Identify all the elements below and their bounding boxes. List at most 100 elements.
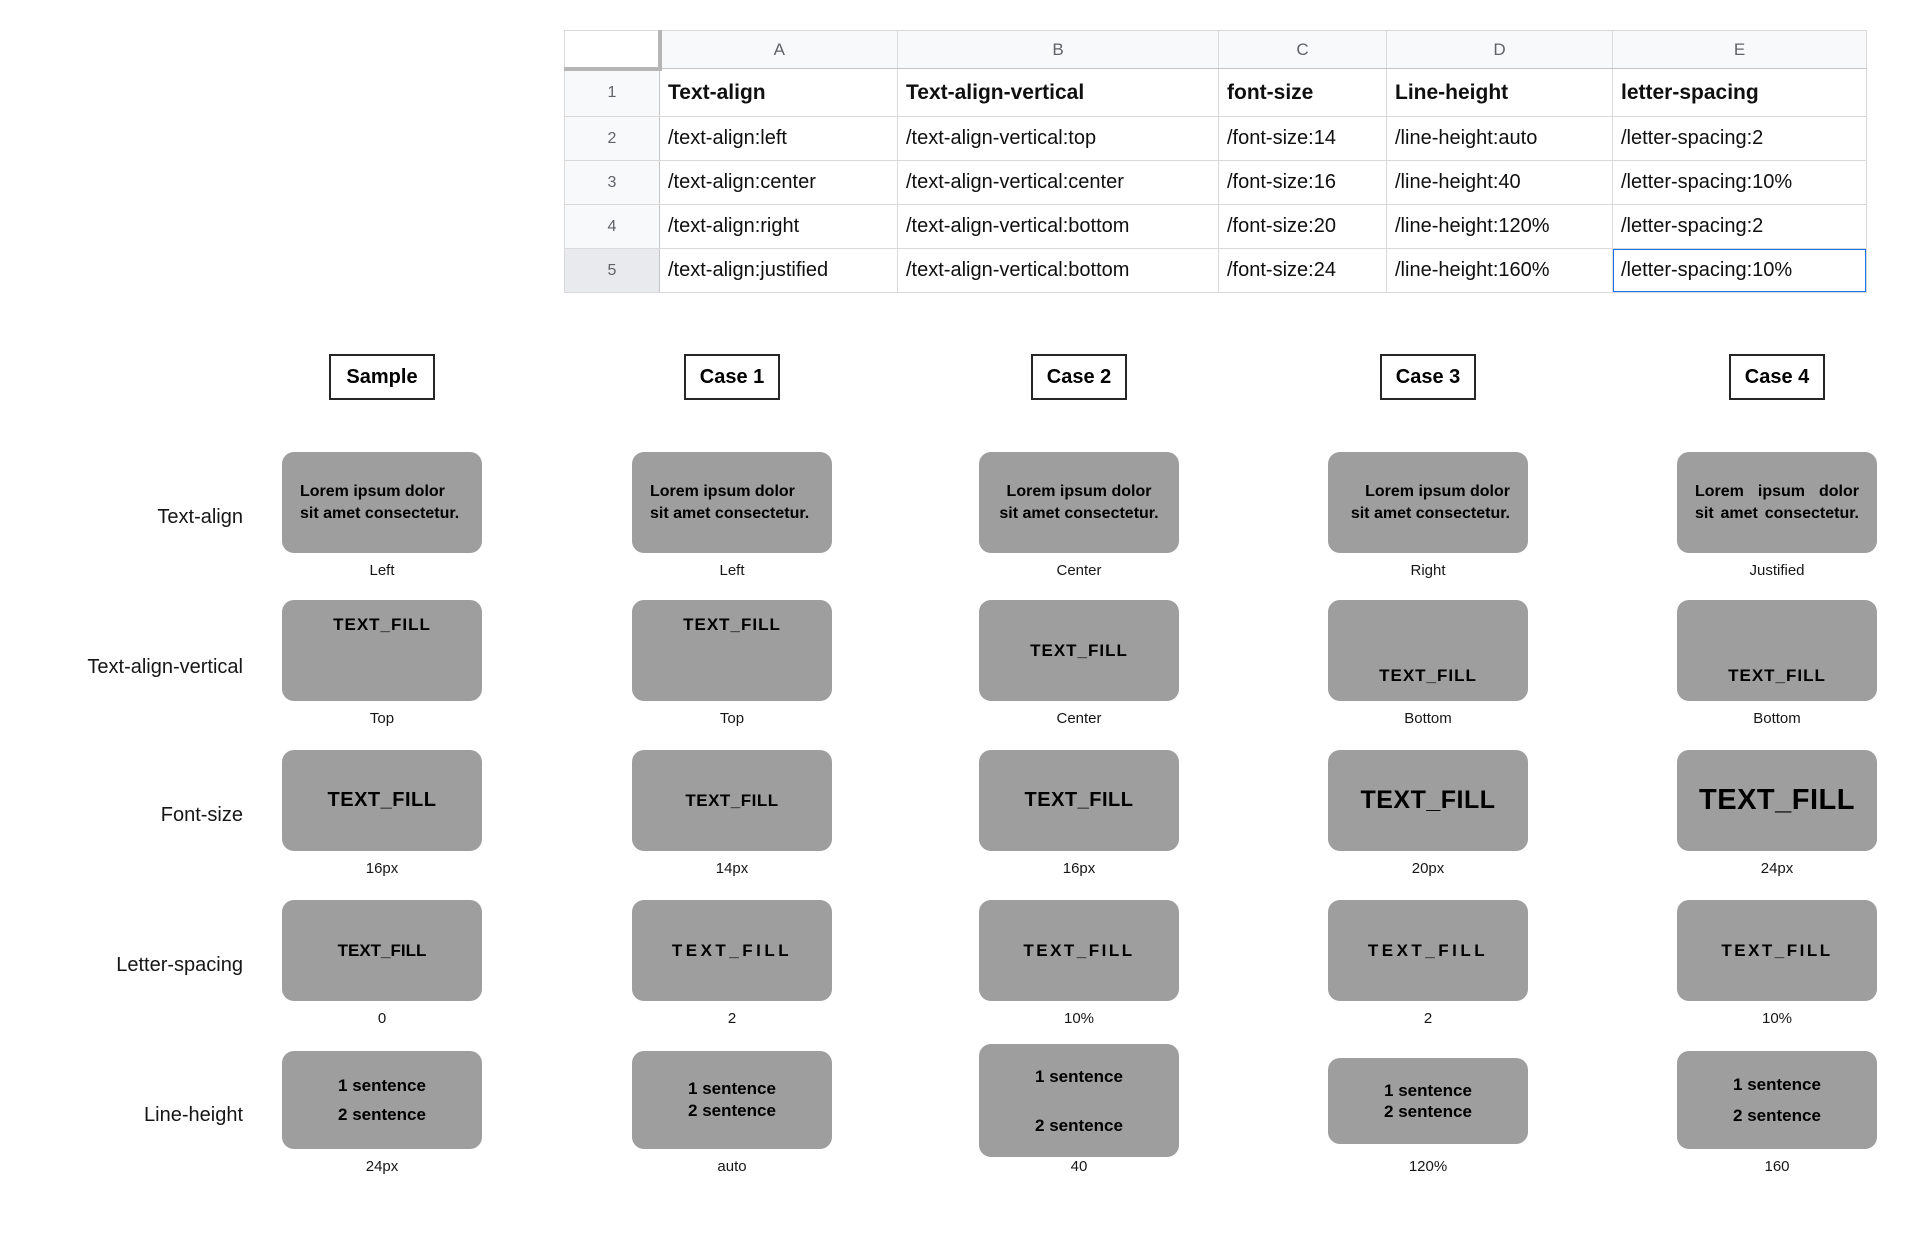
sheet-cell-b5[interactable]: /text-align-vertical:bottom	[897, 248, 1219, 293]
demo-text: TEXT_FILL	[337, 940, 427, 960]
caption-text-align-case1: Left	[719, 562, 745, 579]
demo-text: TEXT_FILL	[1030, 640, 1128, 660]
sheet-row-header-4[interactable]: 4	[564, 204, 660, 249]
sheet-cell-e4[interactable]: /letter-spacing:2	[1612, 204, 1867, 249]
demo-text: Lorem ipsum dolor sit amet consectetur.	[999, 482, 1159, 522]
sheet-cell-e2[interactable]: /letter-spacing:2	[1612, 116, 1867, 161]
demo-box-vertical-top-sample: TEXT_FILL	[282, 600, 482, 701]
sheet-cell-e3[interactable]: /letter-spacing:10%	[1612, 160, 1867, 205]
caption-vertical-case2: Center	[1056, 710, 1102, 727]
demo-text: TEXT_FILL	[1379, 666, 1477, 685]
sheet-cell-b4[interactable]: /text-align-vertical:bottom	[897, 204, 1219, 249]
sheet-cell-e5-selected[interactable]: /letter-spacing:10%	[1612, 248, 1867, 293]
sheet-row-header-2[interactable]: 2	[564, 116, 660, 161]
demo-text: TEXT_FILL	[327, 789, 437, 811]
demo-text: TEXT_FILL	[685, 790, 779, 810]
caption-line-height-case4: 160	[1764, 1158, 1790, 1175]
sheet-col-header-b[interactable]: B	[897, 30, 1219, 69]
sheet-col-header-c[interactable]: C	[1218, 30, 1387, 69]
sheet-cell-c5[interactable]: /font-size:24	[1218, 248, 1387, 293]
column-header-sample: Sample	[329, 354, 435, 400]
demo-box-vertical-center: TEXT_FILL	[979, 600, 1179, 701]
demo-box-font-size-16: TEXT_FILL	[979, 750, 1179, 851]
sheet-cell-d3[interactable]: /line-height:40	[1386, 160, 1613, 205]
column-header-case2: Case 2	[1031, 354, 1127, 400]
caption-letter-spacing-case3: 2	[1423, 1010, 1433, 1027]
demo-box-letter-spacing-2b: TEXT_FILL	[1328, 900, 1528, 1001]
demo-box-letter-spacing-10pct: TEXT_FILL	[979, 900, 1179, 1001]
caption-line-height-case3: 120%	[1408, 1158, 1448, 1175]
sheet-cell-d4[interactable]: /line-height:120%	[1386, 204, 1613, 249]
demo-box-text-align-justified: Lorem ipsum dolor sit amet consectetur.	[1677, 452, 1877, 553]
row-label-line-height: Line-height	[144, 1104, 243, 1126]
sheet-cell-e1[interactable]: letter-spacing	[1612, 68, 1867, 117]
sheet-cell-a4[interactable]: /text-align:right	[659, 204, 898, 249]
caption-line-height-case2: 40	[1070, 1158, 1088, 1175]
caption-line-height-sample: 24px	[365, 1158, 399, 1175]
caption-font-size-sample: 16px	[365, 860, 399, 877]
demo-box-font-size-14: TEXT_FILL	[632, 750, 832, 851]
caption-line-height-case1: auto	[717, 1158, 747, 1175]
demo-text: TEXT_FILL	[683, 615, 781, 634]
demo-box-font-size-24: TEXT_FILL	[1677, 750, 1877, 851]
column-header-case1: Case 1	[684, 354, 780, 400]
row-label-letter-spacing: Letter-spacing	[116, 954, 243, 976]
sheet-col-header-e[interactable]: E	[1612, 30, 1867, 69]
sheet-col-header-a[interactable]: A	[659, 30, 898, 69]
caption-vertical-case3: Bottom	[1404, 710, 1452, 727]
sheet-cell-d5[interactable]: /line-height:160%	[1386, 248, 1613, 293]
demo-box-vertical-bottom2: TEXT_FILL	[1677, 600, 1877, 701]
spreadsheet: A B C D E 1 Text-align Text-align-vertic…	[564, 30, 1867, 293]
sheet-cell-c3[interactable]: /font-size:16	[1218, 160, 1387, 205]
caption-text-align-case2: Center	[1056, 562, 1102, 579]
caption-font-size-case4: 24px	[1760, 860, 1794, 877]
caption-font-size-case2: 16px	[1062, 860, 1096, 877]
caption-vertical-case4: Bottom	[1753, 710, 1801, 727]
sheet-select-all-corner[interactable]	[564, 30, 662, 71]
sheet-row-header-3[interactable]: 3	[564, 160, 660, 205]
caption-text-align-case4: Justified	[1749, 562, 1805, 579]
sheet-cell-c2[interactable]: /font-size:14	[1218, 116, 1387, 161]
sheet-cell-a1[interactable]: Text-align	[659, 68, 898, 117]
row-label-text-align: Text-align	[157, 506, 243, 528]
sheet-cell-d1[interactable]: Line-height	[1386, 68, 1613, 117]
sheet-cell-a5[interactable]: /text-align:justified	[659, 248, 898, 293]
caption-text-align-sample: Left	[369, 562, 395, 579]
column-header-case3: Case 3	[1380, 354, 1476, 400]
demo-box-font-size-16-sample: TEXT_FILL	[282, 750, 482, 851]
sheet-row-header-1[interactable]: 1	[564, 68, 660, 117]
demo-text: TEXT_FILL	[1023, 940, 1135, 960]
sheet-cell-c4[interactable]: /font-size:20	[1218, 204, 1387, 249]
sheet-row-header-5[interactable]: 5	[564, 248, 660, 293]
demo-text: TEXT_FILL	[333, 615, 431, 634]
caption-font-size-case3: 20px	[1411, 860, 1445, 877]
demo-text: TEXT_FILL	[1360, 786, 1496, 814]
demo-text: TEXT_FILL	[1024, 789, 1134, 811]
demo-text: Lorem ipsum dolor sit amet consectetur.	[300, 482, 460, 522]
sheet-cell-a3[interactable]: /text-align:center	[659, 160, 898, 205]
demo-text: Lorem ipsum dolor sit amet consectetur.	[1350, 482, 1510, 522]
demo-text: TEXT_FILL	[1721, 940, 1833, 960]
demo-box-vertical-bottom: TEXT_FILL	[1328, 600, 1528, 701]
caption-vertical-case1: Top	[719, 710, 745, 727]
caption-letter-spacing-case1: 2	[727, 1010, 737, 1027]
sheet-cell-a2[interactable]: /text-align:left	[659, 116, 898, 161]
column-header-case4: Case 4	[1729, 354, 1825, 400]
sheet-cell-b1[interactable]: Text-align-vertical	[897, 68, 1219, 117]
row-label-font-size: Font-size	[160, 804, 243, 826]
sheet-col-header-d[interactable]: D	[1386, 30, 1613, 69]
caption-vertical-sample: Top	[369, 710, 395, 727]
sheet-cell-d2[interactable]: /line-height:auto	[1386, 116, 1613, 161]
sheet-cell-b3[interactable]: /text-align-vertical:center	[897, 160, 1219, 205]
demo-box-text-align-right: Lorem ipsum dolor sit amet consectetur.	[1328, 452, 1528, 553]
demo-box-letter-spacing-0-sample: TEXT_FILL	[282, 900, 482, 1001]
sheet-cell-b2[interactable]: /text-align-vertical:top	[897, 116, 1219, 161]
demo-box-text-align-center: Lorem ipsum dolor sit amet consectetur.	[979, 452, 1179, 553]
sheet-cell-c1[interactable]: font-size	[1218, 68, 1387, 117]
